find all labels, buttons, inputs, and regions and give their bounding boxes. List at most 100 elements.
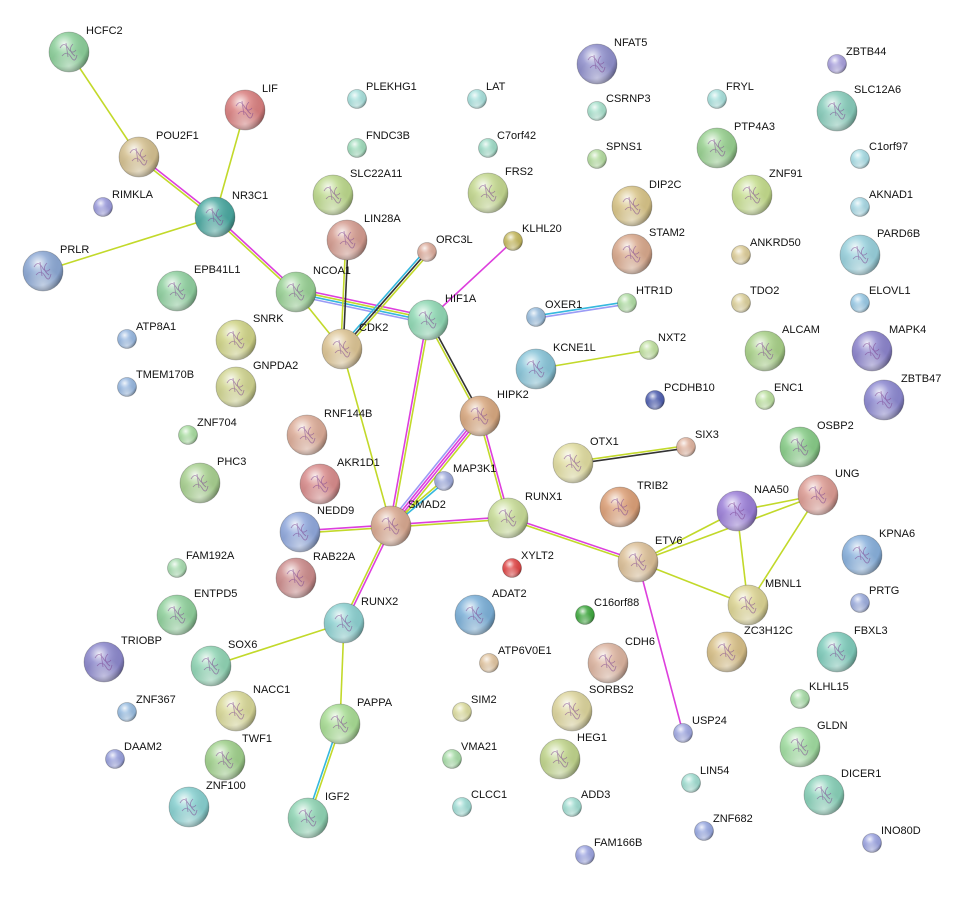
edge-runx2-sox6[interactable] — [210, 622, 345, 667]
node-otx1[interactable]: OTX1 — [552, 436, 619, 484]
node-smad2[interactable]: SMAD2 — [370, 499, 446, 547]
node-c1orf97[interactable]: C1orf97 — [850, 141, 909, 169]
node-oxer1[interactable]: OXER1 — [526, 299, 583, 327]
node-atp6v0e1[interactable]: ATP6V0E1 — [479, 645, 552, 673]
edge-etv6-usp24[interactable] — [637, 561, 684, 734]
node-frs2[interactable]: FRS2 — [467, 166, 533, 214]
node-enc1[interactable]: ENC1 — [755, 382, 804, 410]
node-gnpda2[interactable]: GNPDA2 — [215, 360, 298, 408]
node-hif1a[interactable]: HIF1A — [407, 293, 477, 341]
node-lat[interactable]: LAT — [467, 81, 506, 109]
node-ino80d[interactable]: INO80D — [862, 825, 921, 853]
node-c16orf88[interactable]: C16orf88 — [575, 597, 640, 625]
node-slc22a11[interactable]: SLC22A11 — [312, 168, 402, 216]
node-fam192a[interactable]: FAM192A — [167, 550, 235, 578]
node-znf100[interactable]: ZNF100 — [168, 780, 246, 828]
node-prtg[interactable]: PRTG — [850, 585, 900, 613]
node-elovl1[interactable]: ELOVL1 — [850, 285, 911, 313]
node-rimkla[interactable]: RIMKLA — [93, 189, 154, 217]
node-kcne1l[interactable]: KCNE1L — [515, 342, 596, 390]
node-clcc1[interactable]: CLCC1 — [452, 789, 508, 817]
node-atp8a1[interactable]: ATP8A1 — [117, 321, 177, 349]
node-alcam[interactable]: ALCAM — [744, 324, 820, 372]
edge-runx1-etv6[interactable] — [507, 516, 639, 564]
node-fryl[interactable]: FRYL — [707, 81, 754, 109]
node-snrk[interactable]: SNRK — [215, 313, 284, 361]
node-akr1d1[interactable]: AKR1D1 — [299, 457, 380, 505]
node-znf91[interactable]: ZNF91 — [731, 168, 803, 216]
node-trib2[interactable]: TRIB2 — [599, 480, 668, 528]
edge-prlr-nr3c1[interactable] — [42, 216, 216, 272]
node-usp24[interactable]: USP24 — [673, 715, 727, 743]
node-ung[interactable]: UNG — [797, 468, 859, 516]
node-c7orf42[interactable]: C7orf42 — [478, 130, 537, 158]
node-vma21[interactable]: VMA21 — [442, 741, 498, 769]
node-sim2[interactable]: SIM2 — [452, 694, 497, 722]
node-etv6[interactable]: ETV6 — [617, 535, 683, 583]
node-tmem170b[interactable]: TMEM170B — [117, 369, 195, 397]
node-klhl20[interactable]: KLHL20 — [503, 223, 562, 251]
node-rnf144b[interactable]: RNF144B — [286, 408, 372, 456]
edge-hipk2-smad2[interactable] — [387, 413, 484, 529]
node-mbnl1[interactable]: MBNL1 — [727, 578, 802, 626]
edge-orc3l-cdk2[interactable] — [339, 249, 430, 352]
edge-cdk2-smad2[interactable] — [341, 348, 392, 527]
node-orc3l[interactable]: ORC3L — [417, 234, 473, 262]
node-lif[interactable]: LIF — [224, 83, 278, 131]
node-nr3c1[interactable]: NR3C1 — [194, 190, 268, 238]
node-stam2[interactable]: STAM2 — [611, 227, 685, 275]
node-pou2f1[interactable]: POU2F1 — [118, 130, 199, 178]
node-csrnp3[interactable]: CSRNP3 — [587, 93, 651, 121]
node-xylt2[interactable]: XYLT2 — [502, 550, 554, 578]
edge-ung-mbnl1[interactable] — [747, 494, 819, 606]
node-osbp2[interactable]: OSBP2 — [779, 420, 854, 468]
node-daam2[interactable]: DAAM2 — [105, 741, 162, 769]
node-map3k1[interactable]: MAP3K1 — [434, 463, 497, 491]
node-gldn[interactable]: GLDN — [779, 720, 848, 768]
node-klhl15[interactable]: KLHL15 — [790, 681, 849, 709]
node-twf1[interactable]: TWF1 — [204, 733, 272, 781]
node-ankrd50[interactable]: ANKRD50 — [731, 237, 801, 265]
node-pard6b[interactable]: PARD6B — [839, 228, 920, 276]
node-hcfc2[interactable]: HCFC2 — [48, 25, 123, 73]
node-pcdhb10[interactable]: PCDHB10 — [645, 382, 715, 410]
node-plekhg1[interactable]: PLEKHG1 — [347, 81, 417, 109]
node-nxt2[interactable]: NXT2 — [639, 332, 687, 360]
node-htr1d[interactable]: HTR1D — [617, 285, 673, 313]
node-nedd9[interactable]: NEDD9 — [279, 505, 354, 553]
node-tdo2[interactable]: TDO2 — [731, 285, 780, 313]
node-fam166b[interactable]: FAM166B — [575, 837, 643, 865]
node-sorbs2[interactable]: SORBS2 — [551, 684, 634, 732]
node-fndc3b[interactable]: FNDC3B — [347, 130, 411, 158]
node-zc3h12c[interactable]: ZC3H12C — [706, 625, 793, 673]
node-rab22a[interactable]: RAB22A — [275, 551, 356, 599]
node-runx1[interactable]: RUNX1 — [487, 491, 562, 539]
node-zbtb47[interactable]: ZBTB47 — [863, 373, 941, 421]
node-prlr[interactable]: PRLR — [22, 244, 89, 292]
edge-hcfc2-pou2f1[interactable] — [68, 51, 140, 158]
node-lin28a[interactable]: LIN28A — [326, 213, 401, 261]
node-cdh6[interactable]: CDH6 — [587, 636, 655, 684]
node-heg1[interactable]: HEG1 — [539, 732, 607, 780]
node-kpna6[interactable]: KPNA6 — [841, 528, 915, 576]
node-znf704[interactable]: ZNF704 — [178, 417, 237, 445]
node-six3[interactable]: SIX3 — [676, 429, 719, 457]
node-runx2[interactable]: RUNX2 — [323, 596, 398, 644]
node-nfat5[interactable]: NFAT5 — [576, 37, 647, 85]
node-hipk2[interactable]: HIPK2 — [459, 389, 529, 437]
node-triobp[interactable]: TRIOBP — [83, 635, 162, 683]
node-znf367[interactable]: ZNF367 — [117, 694, 176, 722]
node-igf2[interactable]: IGF2 — [287, 791, 349, 839]
node-entpd5[interactable]: ENTPD5 — [156, 588, 237, 636]
node-dip2c[interactable]: DIP2C — [611, 179, 681, 227]
node-epb41l1[interactable]: EPB41L1 — [156, 264, 240, 312]
node-add3[interactable]: ADD3 — [562, 789, 611, 817]
node-lin54[interactable]: LIN54 — [681, 765, 730, 793]
node-sox6[interactable]: SOX6 — [190, 639, 257, 687]
node-fbxl3[interactable]: FBXL3 — [816, 625, 888, 673]
node-znf682[interactable]: ZNF682 — [694, 813, 753, 841]
edge-ncoa1-hif1a[interactable] — [295, 287, 429, 325]
node-adat2[interactable]: ADAT2 — [454, 588, 527, 636]
edge-oxer1-htr1d[interactable] — [535, 301, 628, 319]
edge-hif1a-smad2[interactable] — [389, 319, 430, 527]
